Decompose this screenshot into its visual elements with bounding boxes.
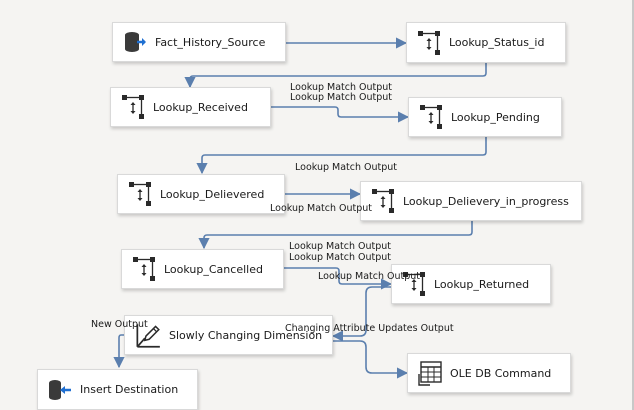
slowly-changing-dimension-node[interactable]: Slowly Changing Dimension xyxy=(124,315,333,355)
path-label: Lookup Match Output xyxy=(289,252,392,263)
connector-received-to-pending[interactable] xyxy=(271,106,410,123)
lookup-cancelled-node[interactable]: Lookup_Cancelled xyxy=(121,249,284,289)
path-label: Lookup Match Output xyxy=(270,203,373,214)
node-label: OLE DB Command xyxy=(450,366,552,380)
lookup-icon xyxy=(403,272,425,296)
lookup-received-node[interactable]: Lookup_Received xyxy=(110,87,271,127)
lookup-delievery-in-progress-node[interactable]: Lookup_Delievery_in_progress xyxy=(360,181,582,221)
connector-scd-to-insert[interactable] xyxy=(113,334,125,369)
ole-db-source-icon xyxy=(125,32,146,52)
ole-db-command-node[interactable]: OLE DB Command xyxy=(407,353,571,393)
lookup-pending-node[interactable]: Lookup_Pending xyxy=(408,97,562,137)
lookup-returned-node[interactable]: Lookup_Returned xyxy=(391,264,551,304)
node-label: Fact_History_Source xyxy=(155,35,266,49)
scd-icon xyxy=(136,324,160,348)
node-label: Lookup_Status_id xyxy=(449,36,545,49)
connector-scd-to-command[interactable] xyxy=(333,340,409,379)
lookup-icon xyxy=(418,30,440,55)
connector-inprogress-to-cancelled[interactable] xyxy=(198,221,473,250)
ole-db-destination-icon xyxy=(49,379,71,400)
lookup-status-id-node[interactable]: Lookup_Status_id xyxy=(406,22,566,63)
lookup-icon xyxy=(372,189,394,213)
node-label: Lookup_Returned xyxy=(434,277,530,291)
fact-history-source-node[interactable]: Fact_History_Source xyxy=(112,22,286,62)
node-label: Lookup_Pending xyxy=(451,110,540,124)
path-label: Changing Attribute Updates Output xyxy=(285,323,454,334)
insert-destination-node[interactable]: Insert Destination xyxy=(37,369,198,410)
lookup-icon xyxy=(129,182,151,206)
path-label: Lookup Match Output xyxy=(295,162,398,173)
connector-status-to-received[interactable] xyxy=(184,63,487,89)
path-label: Lookup Match Output xyxy=(318,271,421,282)
lookup-icon xyxy=(133,257,155,281)
lookup-delievered-node[interactable]: Lookup_Delievered xyxy=(117,174,285,214)
canvas-border xyxy=(632,0,634,410)
path-label: Lookup Match Output xyxy=(289,241,392,252)
node-label: Slowly Changing Dimension xyxy=(169,328,323,342)
connector-pending-to-delievered[interactable] xyxy=(196,137,487,175)
node-label: Lookup_Delievery_in_progress xyxy=(403,194,569,208)
node-label: Lookup_Received xyxy=(153,100,248,114)
lookup-icon xyxy=(122,95,144,119)
node-label: Insert Destination xyxy=(80,383,179,396)
connector-returned-to-scd[interactable] xyxy=(331,286,394,342)
node-label: Lookup_Cancelled xyxy=(164,262,263,276)
connector-cancelled-to-returned[interactable] xyxy=(284,267,393,290)
path-label: Lookup Match Output xyxy=(290,82,393,93)
node-label: Lookup_Delievered xyxy=(160,187,265,201)
ole-db-command-icon xyxy=(418,361,442,386)
lookup-icon xyxy=(420,105,442,129)
path-label: Lookup Match Output xyxy=(290,92,393,103)
path-label: New Output xyxy=(91,319,148,330)
